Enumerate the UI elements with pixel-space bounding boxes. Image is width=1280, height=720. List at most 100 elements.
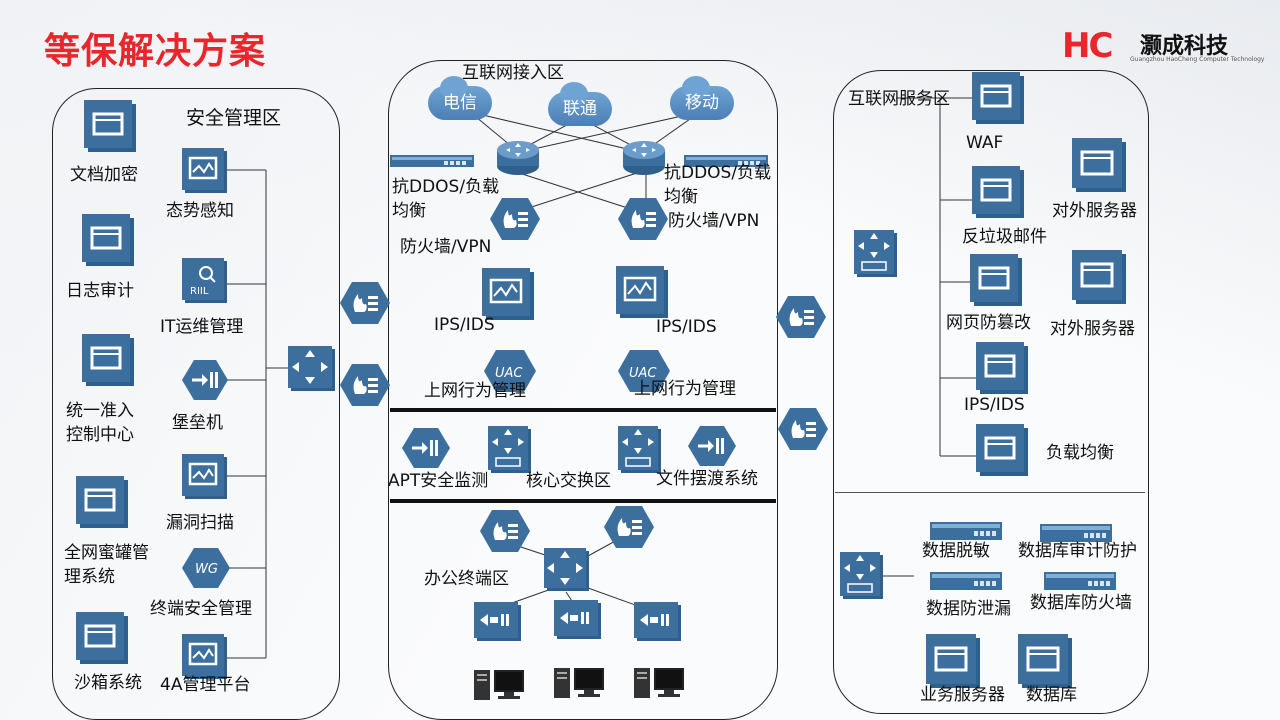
doc-encrypt-server-icon bbox=[84, 100, 138, 158]
web-tamper-server-icon bbox=[970, 254, 1024, 312]
label-ddos-right-2: 均衡 bbox=[664, 187, 698, 207]
business-server-icon bbox=[926, 634, 982, 694]
label-ddos-right-1: 抗DDOS/负载 bbox=[664, 163, 772, 183]
sandbox-server-icon bbox=[76, 612, 130, 670]
router-icon bbox=[496, 140, 540, 180]
mgmt-switch-icon bbox=[288, 346, 336, 396]
uac-icon: UAC bbox=[484, 348, 536, 398]
anti-spam-server-icon bbox=[972, 166, 1026, 224]
label-bastion: 堡垒机 bbox=[172, 413, 223, 433]
firewall-icon bbox=[778, 406, 828, 456]
zone-label-mgmt: 安全管理区 bbox=[186, 107, 282, 129]
ddos-appliance-icon bbox=[390, 154, 474, 173]
telecom-cloud: 电信 bbox=[428, 76, 492, 120]
label-log-audit: 日志审计 bbox=[66, 281, 134, 301]
desktop-pc-icon bbox=[634, 666, 686, 704]
ips-ids-icon bbox=[482, 268, 534, 324]
label-nac-line2: 控制中心 bbox=[66, 425, 134, 445]
file-ferry-icon bbox=[688, 424, 736, 472]
bastion-host-icon bbox=[182, 358, 228, 406]
rack-appliance-icon bbox=[1044, 572, 1116, 596]
router-icon bbox=[622, 140, 666, 180]
page-title: 等保解决方案 bbox=[44, 31, 267, 72]
rack-appliance-icon bbox=[930, 572, 1002, 596]
divider-service-data bbox=[835, 492, 1145, 493]
unicom-label: 联通 bbox=[563, 99, 597, 119]
label-biz-server: 业务服务器 bbox=[920, 685, 1005, 705]
access-switch-icon bbox=[554, 600, 602, 644]
label-vuln-scan: 漏洞扫描 bbox=[166, 513, 234, 533]
company-logo: HC 灏成科技 Guangzhou HaoCheng Computer Tech… bbox=[1062, 24, 1264, 68]
label-nac-line1: 统一准入 bbox=[66, 401, 134, 421]
uac-badge-text: UAC bbox=[495, 366, 523, 381]
rack-appliance-icon bbox=[930, 522, 1002, 546]
divider-core-office bbox=[390, 499, 776, 503]
label-masking: 数据脱敏 bbox=[922, 541, 990, 561]
it-ops-icon: RIIL bbox=[182, 258, 228, 308]
data-switch-icon bbox=[840, 552, 884, 604]
telecom-label: 电信 bbox=[443, 93, 477, 113]
firewall-vpn-icon bbox=[490, 196, 540, 246]
label-ips-right: IPS/IDS bbox=[656, 317, 717, 337]
label-anti-spam: 反垃圾邮件 bbox=[962, 227, 1047, 247]
load-balancer-server-icon bbox=[976, 424, 1030, 482]
honeypot-server-icon bbox=[76, 476, 130, 534]
label-db-firewall: 数据库防火墙 bbox=[1030, 593, 1132, 613]
firewall-icon bbox=[340, 280, 390, 330]
label-file-ferry: 文件摆渡系统 bbox=[656, 469, 758, 489]
desktop-pc-icon bbox=[554, 666, 606, 704]
vuln-scan-icon bbox=[182, 454, 228, 504]
label-load-balance: 负载均衡 bbox=[1046, 443, 1114, 463]
label-dlp: 数据防泄漏 bbox=[926, 599, 1011, 619]
firewall-icon bbox=[340, 362, 390, 412]
endpoint-wg-icon: WG bbox=[182, 546, 230, 594]
wg-badge-text: WG bbox=[195, 562, 218, 577]
service-ips-server-icon bbox=[976, 342, 1030, 400]
zone-label-office: 办公终端区 bbox=[424, 569, 509, 589]
platform-4a-icon bbox=[182, 634, 228, 684]
label-ext-server-2: 对外服务器 bbox=[1050, 319, 1135, 339]
internet-service-zone bbox=[833, 70, 1149, 714]
rack-appliance-icon bbox=[1040, 524, 1112, 548]
label-endpoint: 终端安全管理 bbox=[150, 599, 252, 619]
logo-mark: HC bbox=[1062, 26, 1113, 66]
label-4a: 4A管理平台 bbox=[160, 675, 251, 695]
label-fw-left: 防火墙/VPN bbox=[400, 237, 492, 257]
label-waf: WAF bbox=[966, 133, 1004, 153]
external-server-icon bbox=[1072, 138, 1128, 198]
label-it-ops: IT运维管理 bbox=[160, 317, 244, 337]
label-uac-right: 上网行为管理 bbox=[634, 379, 736, 399]
firewall-icon bbox=[480, 508, 530, 558]
zone-label-internet-service: 互联网服务区 bbox=[848, 89, 950, 109]
logo-name: 灏成科技 bbox=[1140, 34, 1229, 59]
uac-icon: UAC bbox=[618, 348, 670, 398]
logo-subtitle: Guangzhou HaoCheng Computer Technology bbox=[1130, 56, 1265, 63]
label-fw-right: 防火墙/VPN bbox=[668, 211, 760, 231]
label-db-audit: 数据库审计防护 bbox=[1018, 541, 1137, 561]
label-ddos-left-1: 抗DDOS/负载 bbox=[392, 177, 500, 197]
label-ddos-left-2: 均衡 bbox=[392, 201, 426, 221]
divider-access-core bbox=[390, 408, 776, 412]
database-server-icon bbox=[1018, 634, 1074, 694]
label-ext-server-1: 对外服务器 bbox=[1052, 201, 1137, 221]
core-switch-icon bbox=[618, 426, 662, 478]
external-server-icon bbox=[1072, 250, 1128, 310]
ips-ids-icon bbox=[616, 266, 668, 322]
label-service-ips: IPS/IDS bbox=[964, 395, 1025, 415]
office-switch-icon bbox=[544, 548, 590, 596]
ddos-appliance-icon bbox=[684, 154, 768, 173]
zone-label-internet-access: 互联网接入区 bbox=[462, 63, 564, 83]
label-doc-encrypt: 文档加密 bbox=[70, 165, 138, 185]
label-database: 数据库 bbox=[1026, 685, 1077, 705]
waf-server-icon bbox=[972, 72, 1026, 130]
firewall-icon bbox=[776, 294, 826, 344]
situation-awareness-icon bbox=[182, 148, 228, 198]
label-honeypot-line2: 理系统 bbox=[64, 567, 115, 587]
access-switch-icon bbox=[474, 602, 522, 646]
firewall-icon bbox=[604, 504, 654, 554]
firewall-vpn-icon bbox=[618, 196, 668, 246]
label-uac-left: 上网行为管理 bbox=[424, 381, 526, 401]
label-core: 核心交换区 bbox=[526, 471, 611, 491]
label-apt: APT安全监测 bbox=[388, 471, 489, 491]
label-honeypot-line1: 全网蜜罐管 bbox=[64, 543, 149, 563]
